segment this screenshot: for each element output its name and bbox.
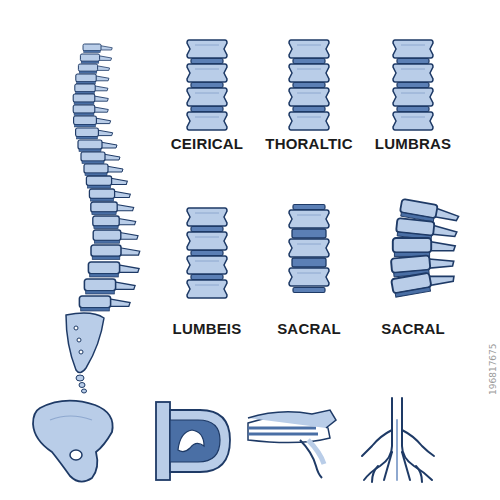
disc [397,107,429,112]
disc [397,59,429,64]
vertebra [73,105,108,115]
vertebra [84,279,135,294]
sacral-foramen [74,326,78,330]
disc [293,59,325,64]
coccyx [79,383,85,388]
vertebra [393,112,433,130]
vertebra [74,116,111,127]
thoracic-icon [289,40,329,130]
disc [191,251,223,256]
spine-column [66,44,140,393]
coccyx [76,375,84,381]
vertebra [289,210,329,228]
vertebra [187,280,227,298]
disc [292,258,326,267]
vertebra [76,128,113,139]
lumbar-icon [393,40,433,130]
stacked-discs-icon [248,410,336,478]
vertebra [81,152,120,164]
vertebra [73,94,108,104]
pelvis-icon [33,401,113,482]
disc [191,107,223,112]
vertebra [83,44,112,53]
vertebra [75,84,108,94]
vertebra [86,176,127,188]
vertebra [91,202,134,215]
vertebra [187,64,227,82]
vertebra [88,262,139,277]
vertebra [289,268,329,286]
vertebra [93,230,138,243]
disc [191,275,223,280]
disc-section-icon [156,402,230,480]
sacrum [66,313,104,372]
sacral-foramen [79,350,83,354]
vertebra [89,189,130,201]
nerve-icon [362,398,434,482]
region-label: SACRAL [348,320,478,337]
vertebra [187,256,227,274]
disc [293,205,325,210]
region-label: SACRAL [244,320,374,337]
vertebra [289,64,329,82]
vertebra [289,88,329,106]
region-label: LUMBEIS [142,320,272,337]
disc [293,107,325,112]
vertebra [79,296,130,311]
disc [292,229,326,238]
disc [293,288,325,293]
coccyx [82,389,87,393]
disc [293,83,325,88]
sacral-foramen [77,338,81,342]
cervical-icon [187,40,227,130]
vertebra [393,40,433,58]
vertebra [78,140,117,152]
vertebra [91,245,140,259]
vertebra [391,268,456,297]
region-label: THORALTIC [244,135,374,152]
sacral-icon [289,205,329,293]
watermark: 196817675 [488,343,498,395]
vertebra [393,64,433,82]
disc [191,227,223,232]
vertebra [393,238,455,256]
vertebra [78,64,109,73]
vertebra [84,164,123,176]
vertebra [187,112,227,130]
sacral-side-icon [391,199,460,298]
vertebra [289,112,329,130]
vertebra [187,88,227,106]
region-label: LUMBRAS [348,135,478,152]
disc [191,59,223,64]
vertebra [187,232,227,250]
lumbar-icon [187,208,227,298]
vertebra [289,239,329,257]
disc [191,83,223,88]
vertebra [76,74,109,84]
vertebra [187,208,227,226]
region-label: CEIRICAL [142,135,272,152]
disc [397,83,429,88]
vertebra [393,88,433,106]
vertebra [93,216,136,229]
vertebra [289,40,329,58]
vertebra [187,40,227,58]
vertebra [80,54,111,63]
